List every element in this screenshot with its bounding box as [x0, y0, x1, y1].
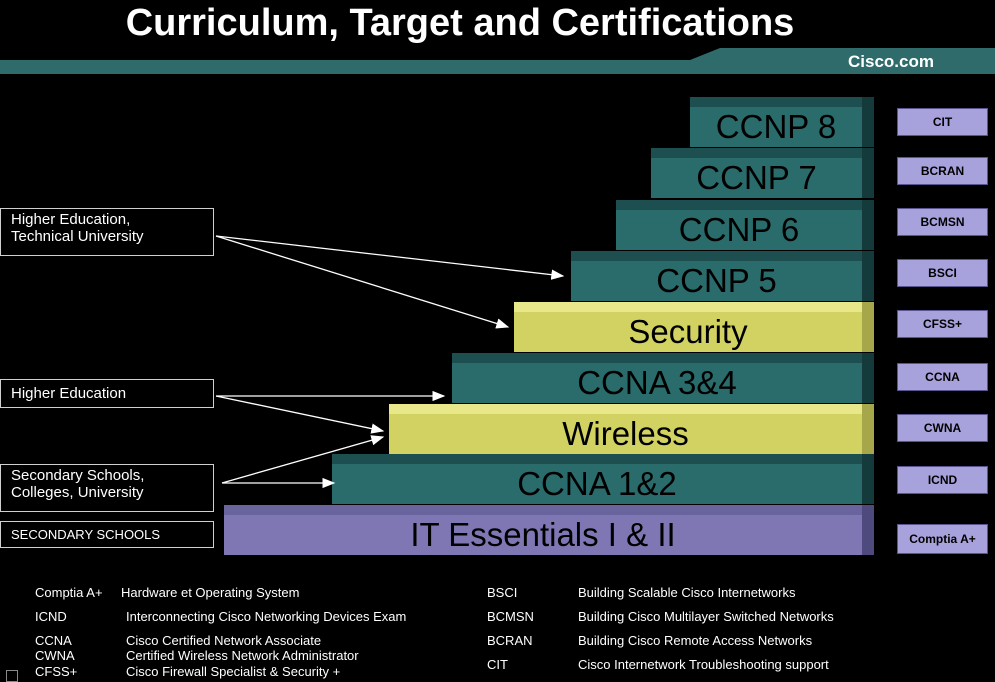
step-wireless: Wireless: [389, 404, 874, 454]
step-ccnp-6: CCNP 6: [616, 200, 874, 250]
step-ccna-1-2: CCNA 1&2: [332, 454, 874, 504]
page-title: Curriculum, Target and Certifications: [125, 2, 795, 44]
target-secondary-schools: SECONDARY SCHOOLS: [0, 521, 214, 548]
step-label: Security: [514, 312, 862, 352]
gloss-full: Certified Wireless Network Administrator: [126, 648, 359, 663]
target-higher-ed-technical: Higher Education, Technical University: [0, 208, 214, 256]
step-ccnp-5: CCNP 5: [571, 251, 874, 301]
gloss-full: Cisco Firewall Specialist & Security +: [126, 664, 341, 679]
cert-cwna: CWNA: [897, 414, 988, 442]
gloss-full: Building Cisco Remote Access Networks: [578, 633, 813, 648]
step-label: CCNA 3&4: [452, 363, 862, 403]
cisco-brand: Cisco.com: [848, 52, 934, 71]
gloss-abbr: CCNA: [35, 633, 72, 648]
cert-bsci: BSCI: [897, 259, 988, 287]
target-line: Higher Education,: [11, 211, 131, 228]
arrow: [215, 395, 385, 434]
cert-comptia: Comptia A+: [897, 524, 988, 554]
cert-cfss: CFSS+: [897, 310, 988, 338]
arrow: [215, 235, 510, 329]
step-label: CCNP 6: [616, 210, 862, 250]
gloss-abbr: ICND: [35, 609, 67, 624]
step-ccnp-7: CCNP 7: [651, 148, 874, 198]
target-line: Secondary Schools,: [11, 467, 145, 484]
header-band: [0, 48, 995, 74]
target-line: Colleges, University: [11, 484, 144, 501]
gloss-abbr: CIT: [487, 657, 508, 672]
step-label: CCNP 7: [651, 158, 862, 198]
target-line: Technical University: [11, 228, 144, 245]
cert-icnd: ICND: [897, 466, 988, 494]
arrow: [215, 235, 565, 280]
gloss-abbr: BCRAN: [487, 633, 533, 648]
gloss-full: Cisco Certified Network Associate: [126, 633, 322, 648]
step-label: IT Essentials I & II: [224, 515, 862, 555]
cert-cit: CIT: [897, 108, 988, 136]
gloss-full: Building Cisco Multilayer Switched Netwo…: [578, 609, 834, 624]
step-label: CCNA 1&2: [332, 464, 862, 504]
gloss-full: Cisco Internetwork Troubleshooting suppo…: [578, 657, 829, 672]
step-security: Security: [514, 302, 874, 352]
step-ccnp-8: CCNP 8: [690, 97, 874, 147]
gloss-full: Hardware et Operating System: [121, 585, 300, 600]
cert-bcmsn: BCMSN: [897, 208, 988, 236]
step-label: CCNP 8: [690, 107, 862, 147]
gloss-abbr: Comptia A+: [35, 585, 103, 600]
gloss-abbr: BSCI: [487, 585, 518, 600]
arrow: [221, 435, 385, 484]
step-label: CCNP 5: [571, 261, 862, 301]
target-higher-ed: Higher Education: [0, 379, 214, 408]
cert-ccna: CCNA: [897, 363, 988, 391]
gloss-full: Interconnecting Cisco Networking Devices…: [126, 609, 407, 624]
gloss-abbr: CWNA: [35, 648, 75, 663]
step-ccna-3-4: CCNA 3&4: [452, 353, 874, 403]
footer-corner-mark: [6, 670, 18, 682]
step-it-essentials: IT Essentials I & II: [224, 505, 874, 555]
gloss-full: Building Scalable Cisco Internetworks: [578, 585, 796, 600]
target-line: SECONDARY SCHOOLS: [11, 527, 161, 542]
gloss-abbr: BCMSN: [487, 609, 534, 624]
gloss-abbr: CFSS+: [35, 664, 78, 679]
target-line: Higher Education: [11, 385, 127, 402]
target-secondary-colleges: Secondary Schools, Colleges, University: [0, 464, 214, 512]
cert-bcran: BCRAN: [897, 157, 988, 185]
step-label: Wireless: [389, 414, 862, 454]
